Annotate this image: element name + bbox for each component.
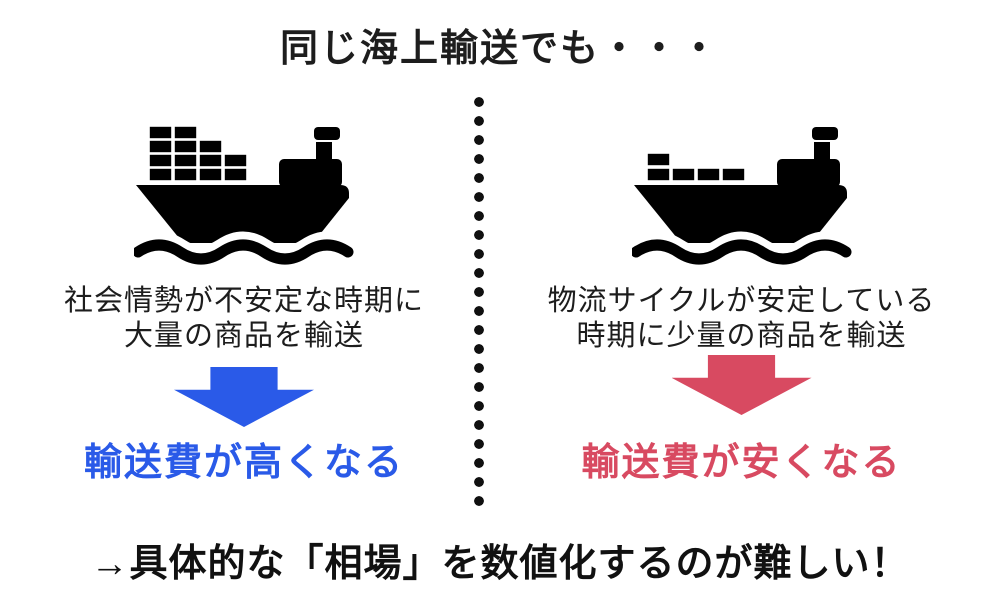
left-description-line1: 社会情勢が不安定な時期に (63, 285, 424, 317)
right-description-line2: 時期に少量の商品を輸送 (576, 320, 907, 352)
right-description-line1: 物流サイクルが安定している (547, 285, 936, 317)
dotted-divider-icon (474, 96, 484, 508)
cargo-ship-few-containers-icon (631, 127, 852, 265)
down-arrow-red-icon (671, 355, 812, 415)
left-description: 社会情勢が不安定な時期に 大量の商品を輸送 (10, 284, 478, 354)
conclusion-text: →具体的な「相場」を数値化するのが難しい！ (90, 543, 910, 585)
cargo-ship-many-containers-icon (134, 125, 354, 265)
left-result-text: 輸送費が高くなる (83, 442, 404, 484)
right-panel: 物流サイクルが安定している 時期に少量の商品を輸送 輸送費が安くなる (483, 0, 1000, 600)
right-description: 物流サイクルが安定している 時期に少量の商品を輸送 (483, 284, 1000, 354)
down-arrow-blue-icon (174, 367, 314, 427)
left-panel: 社会情勢が不安定な時期に 大量の商品を輸送 輸送費が高くなる (10, 0, 478, 600)
left-description-line2: 大量の商品を輸送 (123, 320, 364, 352)
right-result-text: 輸送費が安くなる (581, 442, 902, 484)
page-title: 同じ海上輸送でも・・・ (279, 28, 720, 70)
